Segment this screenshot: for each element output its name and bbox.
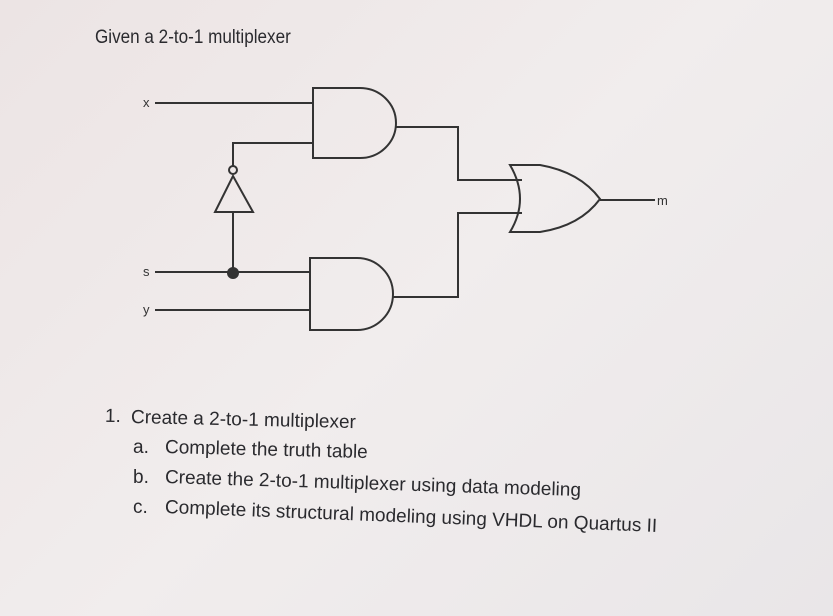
input-label-s: s (143, 264, 150, 279)
task-c-number: c. (133, 497, 148, 518)
inverter-gate (213, 173, 255, 213)
problem-title: Given a 2-to-1 multiplexer (95, 27, 291, 48)
task-1-number: 1. (104, 405, 122, 428)
task-a-number: a. (133, 437, 149, 458)
wire-and2-to-or (393, 212, 522, 298)
and-gate-2 (309, 257, 394, 331)
wire-and1-to-or (396, 126, 522, 181)
input-label-y: y (143, 302, 150, 317)
wire-not-s (232, 142, 313, 166)
task-b-number: b. (133, 467, 149, 488)
and-gate-1 (312, 87, 397, 159)
inverter-bubble (228, 165, 238, 175)
input-label-x: x (143, 95, 150, 110)
junction-dot (227, 267, 239, 279)
output-label-m: m (657, 193, 668, 208)
or-gate (508, 164, 602, 233)
